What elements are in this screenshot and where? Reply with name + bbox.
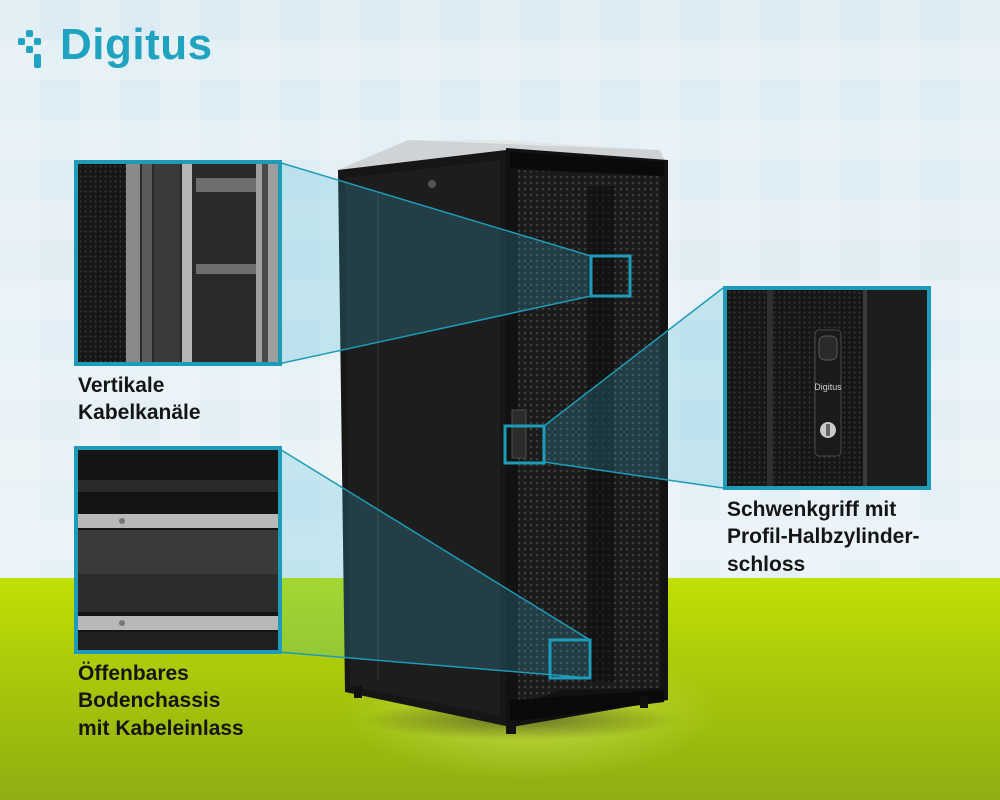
callout-image-floor-chassis <box>74 446 282 654</box>
handle-brand-text: Digitus <box>814 382 842 392</box>
callout-image-swivel-handle: Digitus <box>723 286 931 490</box>
callout-label-floor-chassis: Öffenbares Bodenchassis mit Kabeleinlass <box>78 662 244 740</box>
digitus-logo-icon <box>18 20 54 70</box>
callout-label-vertical-cable-ducts: Vertikale Kabelkanäle <box>78 374 201 425</box>
brand-name: Digitus <box>60 20 213 69</box>
callout-image-vertical-cable-ducts <box>74 160 282 366</box>
digitus-logo: Digitus <box>18 20 213 70</box>
callout-label-swivel-handle: Schwenkgriff mit Profil-Halbzylinder- sc… <box>727 498 920 576</box>
cabinet-shadow <box>360 700 680 740</box>
